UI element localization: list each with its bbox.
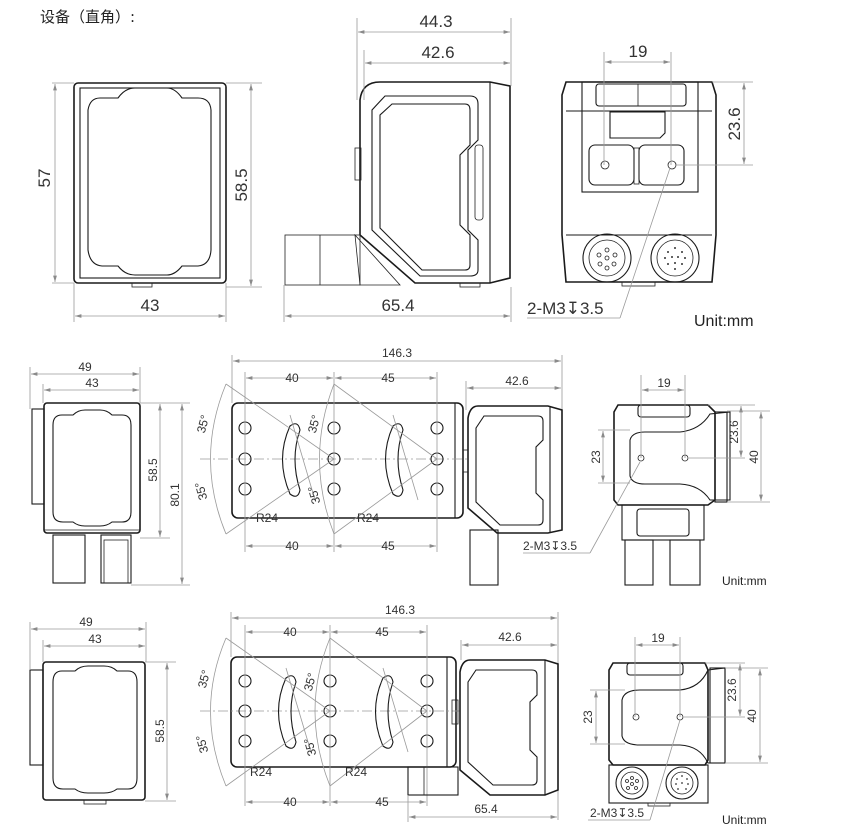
- thread-callout-bot: 2-M3↧3.5: [590, 806, 644, 820]
- angle-35-a: 35°: [194, 413, 212, 434]
- page-title: 设备（直角）:: [40, 8, 136, 26]
- radius-r24-a: R24: [256, 511, 278, 525]
- radius-r24-b: R24: [357, 511, 379, 525]
- dim-top-side-65-4: 65.4: [381, 296, 414, 315]
- radius-r24-c: R24: [250, 765, 272, 779]
- dim-mid-back-23: 23: [589, 450, 603, 464]
- unit-label-mid: Unit:mm: [722, 574, 767, 588]
- top-back-view: 19 23.6 2-M3↧3.5 Unit:mm: [527, 42, 754, 330]
- dim-bot-bottom-45: 45: [375, 795, 389, 809]
- dim-bot-front-43: 43: [88, 632, 102, 646]
- dim-mid-front-80-1: 80.1: [168, 483, 182, 507]
- thread-callout-mid: 2-M3↧3.5: [523, 539, 577, 553]
- dim-top-front-58-5: 58.5: [232, 168, 251, 201]
- bot-front-view: 49 43 58.5: [29, 615, 176, 805]
- top-side-view: 44.3 42.6 65.4: [283, 12, 512, 322]
- dim-bot-back-19: 19: [651, 631, 665, 645]
- angle-35-b: 35°: [192, 480, 210, 501]
- angle-35-f: 35°: [193, 733, 211, 754]
- dim-mid-front-43: 43: [85, 376, 99, 390]
- dim-top-front-43: 43: [141, 296, 160, 315]
- dim-top-back-23-6: 23.6: [725, 107, 744, 140]
- top-front-view: 57 58.5 43: [35, 82, 262, 322]
- dim-top-side-42-6: 42.6: [421, 43, 454, 62]
- dim-top-back-19: 19: [629, 42, 648, 61]
- dim-bot-top-45: 45: [375, 625, 389, 639]
- dim-mid-top-45: 45: [381, 371, 395, 385]
- dim-mid-bracket-146-3: 146.3: [382, 346, 412, 360]
- dim-mid-back-23-6: 23.6: [727, 420, 741, 444]
- angle-35-c: 35°: [305, 413, 323, 434]
- dim-bot-sensor-42-6: 42.6: [498, 630, 522, 644]
- dim-bot-front-58-5: 58.5: [153, 719, 167, 743]
- dim-mid-bottom-45: 45: [381, 539, 395, 553]
- dim-bot-top-40: 40: [283, 625, 297, 639]
- dim-mid-top-40: 40: [285, 371, 299, 385]
- angle-35-d: 35°: [305, 484, 323, 505]
- dim-mid-bottom-40: 40: [285, 539, 299, 553]
- dim-bot-back-40: 40: [745, 709, 759, 723]
- dim-mid-back-40: 40: [747, 450, 761, 464]
- dim-bot-sensor-65-4: 65.4: [474, 802, 498, 816]
- dim-bot-back-23: 23: [581, 710, 595, 724]
- radius-r24-d: R24: [345, 765, 367, 779]
- unit-label-bot: Unit:mm: [722, 813, 767, 827]
- dim-mid-front-49: 49: [78, 360, 92, 374]
- bot-bracket-view: 35° 35° 35° 35° R24 R24 146.3 40 45 40 4…: [193, 603, 559, 822]
- mid-bracket-view: 35° 35° 35° 35° R24 R24 146.3 40 45 40 4…: [192, 346, 563, 586]
- dim-bot-bracket-146-3: 146.3: [385, 603, 415, 617]
- dim-bot-back-23-6: 23.6: [725, 678, 739, 702]
- mid-back-view: 19 23 23.6 40 2-M3↧3.5 Unit:mm: [523, 375, 770, 588]
- dim-top-front-57: 57: [35, 169, 54, 188]
- mid-front-view: 49 43 58.5 80.1: [29, 360, 190, 586]
- angle-35-g: 35°: [301, 671, 319, 692]
- dim-top-side-44-3: 44.3: [419, 12, 452, 31]
- dim-bot-front-49: 49: [79, 615, 93, 629]
- dim-mid-sensor-42-6: 42.6: [505, 374, 529, 388]
- angle-35-h: 35°: [301, 736, 319, 757]
- thread-callout-top: 2-M3↧3.5: [527, 299, 604, 318]
- unit-label-top: Unit:mm: [694, 313, 754, 330]
- angle-35-e: 35°: [195, 668, 213, 689]
- dim-bot-bottom-40: 40: [283, 795, 297, 809]
- dim-mid-front-58-5: 58.5: [146, 458, 160, 482]
- bot-back-view: 19 23 23.6 40 2-M3↧3.5 Unit:mm: [581, 631, 768, 827]
- dim-mid-back-19: 19: [657, 376, 671, 390]
